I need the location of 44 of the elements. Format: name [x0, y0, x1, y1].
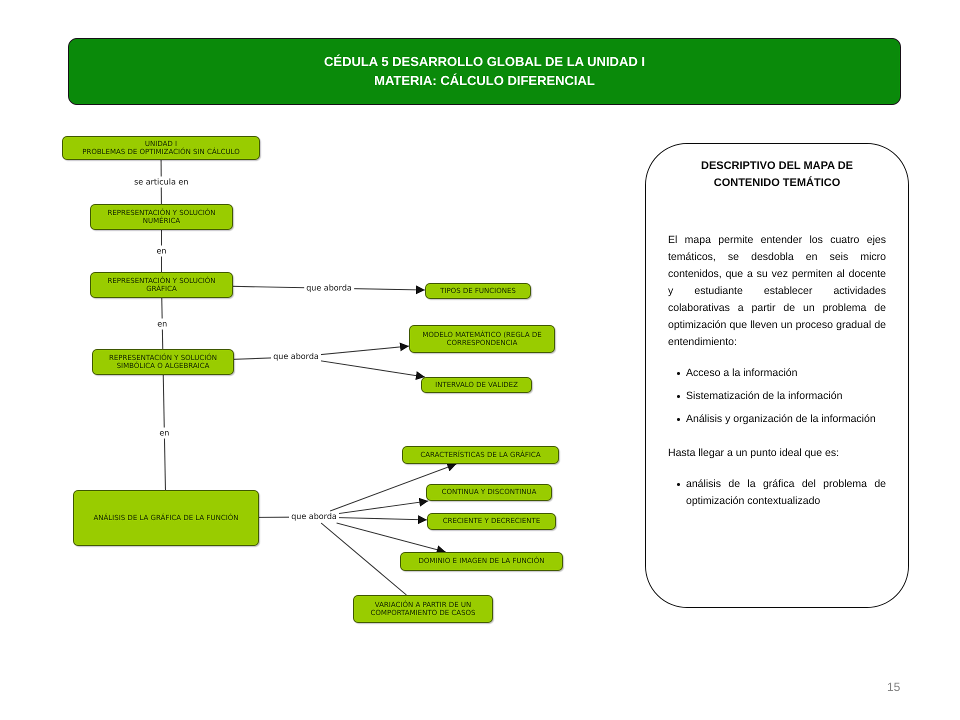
linking-phrase: que aborda: [271, 351, 321, 363]
concept-box: [427, 513, 556, 530]
connector-line: [161, 298, 164, 349]
description-panel: [645, 143, 909, 608]
bullet-item: Análisis y organización de la información: [668, 410, 886, 428]
panel-paragraph: El mapa permite entender los cuatro ejes temáticos, se desdobla en seis micro contenidos, que a su vez permiten al docente y estudiante establecer actividades colaborativas a partir de un problema de optimización que lleven un proceso gradual de entendimiento:: [668, 233, 886, 350]
arrow: [320, 360, 426, 380]
edge-label: en: [155, 318, 170, 329]
header-title: CÉDULA 5 DESARROLLO GLOBAL DE LA UNIDAD I: [324, 53, 645, 72]
header-banner: [68, 38, 901, 105]
page-number: 15: [887, 680, 900, 694]
concept-box: [62, 136, 260, 160]
connector-line: [234, 357, 272, 360]
concept-box: [353, 595, 493, 623]
panel-paragraph: Hasta llegar a un punto ideal que es:: [668, 446, 840, 462]
concept-box: [92, 349, 234, 375]
panel-heading: DESCRIPTIVO DEL MAPA DE CONTENIDO TEMÁTICO: [700, 159, 854, 192]
concept-box: [73, 490, 259, 546]
arrow: [320, 342, 410, 356]
concept-box: [425, 283, 531, 299]
bullet-item: análisis de la gráfica del problema de optimización contextualizado: [668, 476, 886, 510]
arrow: [336, 522, 446, 554]
concept-box: [421, 377, 532, 393]
concept-box: [402, 446, 559, 464]
bullet-item: Acceso a la información: [668, 365, 886, 382]
connector-line: [162, 374, 166, 490]
arrow: [330, 462, 457, 512]
edge-label: que aborda: [304, 282, 354, 294]
concept-box: [426, 484, 552, 501]
concept-box: [400, 552, 563, 571]
edge-label: en: [154, 246, 168, 256]
edge-label: en: [157, 427, 172, 438]
concept-box: [90, 204, 233, 230]
connector-line: [160, 230, 162, 272]
connector-line: [320, 522, 407, 596]
edge-label: se articula en: [132, 176, 190, 188]
bullet-item: Sistematización de la información: [668, 388, 886, 405]
arrow: [338, 515, 428, 524]
linking-phrase: que aborda: [289, 511, 339, 523]
arrow: [338, 498, 428, 514]
concept-box: [90, 272, 233, 298]
header-title: MATERIA: CÁLCULO DIFERENCIAL: [374, 72, 595, 90]
concept-box: [409, 325, 555, 353]
connector-line: [259, 516, 289, 518]
